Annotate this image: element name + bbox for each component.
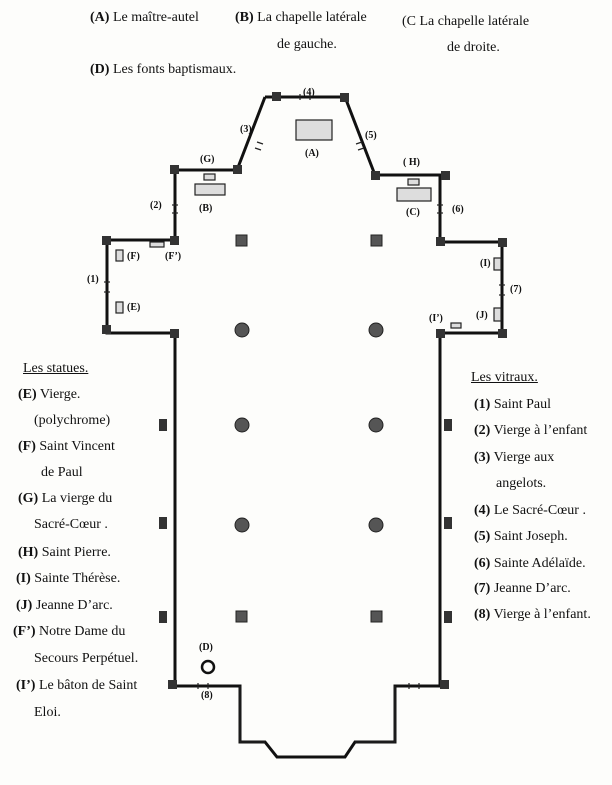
statue-item-g-line2: Sacré-Cœur .	[34, 517, 108, 532]
statue-i	[493, 257, 502, 271]
main-altar	[295, 119, 333, 141]
vitrail-item-5: (5) Saint Joseph.	[474, 529, 568, 544]
vitrail-item-3: (3) Vierge aux	[474, 450, 555, 465]
statue-item-f: (F) Saint Vincent	[18, 439, 115, 454]
window-marks	[104, 94, 505, 689]
label-g: (G)	[200, 154, 214, 165]
statue-item-j: (J) Jeanne D’arc.	[16, 598, 113, 613]
statue-item-h: (H) Saint Pierre.	[18, 545, 111, 560]
label-f: (F)	[127, 251, 140, 262]
legend-item-d: (D) Les fonts baptismaux.	[90, 62, 237, 77]
statue-item-f-prime: (F’) Notre Dame du	[13, 624, 126, 639]
statue-j	[493, 307, 502, 322]
statue-item-e: (E) Vierge.	[18, 387, 81, 402]
porch-outline-right	[355, 686, 396, 743]
label-window-7: (7)	[510, 284, 522, 295]
statue-item-i-prime-line2: Eloi.	[34, 705, 61, 720]
label-c: (C)	[406, 207, 420, 218]
statue-f-prime	[149, 241, 165, 248]
label-b: (B)	[199, 203, 212, 214]
legend-item-c: (C La chapelle latérale	[402, 14, 530, 29]
buttresses	[102, 92, 507, 689]
label-window-3: (3)	[240, 124, 252, 135]
label-e: (E)	[127, 302, 140, 313]
porch-outline	[239, 686, 265, 743]
label-window-2: (2)	[150, 200, 162, 211]
vitrail-item-1: (1) Saint Paul	[474, 397, 551, 412]
legend-item-a: (A) Le maître-autel	[90, 10, 199, 25]
statue-i-prime	[450, 322, 462, 329]
statue-item-g: (G) La vierge du	[18, 491, 113, 506]
label-i-prime: (I’)	[429, 313, 443, 324]
right-chapel-altar	[396, 187, 432, 202]
statue-item-i: (I) Sainte Thérèse.	[16, 571, 121, 586]
pillars	[234, 234, 384, 623]
vitrail-item-8: (8) Vierge à l’enfant.	[474, 607, 591, 622]
baptismal-font	[200, 659, 216, 675]
right-chapel-statue-h	[407, 178, 420, 186]
vitrail-item-2: (2) Vierge à l’enfant	[474, 423, 588, 438]
vitrail-item-3-line2: angelots.	[496, 476, 547, 491]
legend-item-b-line2: de gauche.	[277, 37, 337, 52]
label-window-6: (6)	[452, 204, 464, 215]
left-chapel-statue-g	[203, 173, 216, 181]
statue-item-i-prime: (I’) Le bâton de Saint	[16, 678, 138, 693]
vitraux-title: Les vitraux.	[471, 370, 538, 385]
label-window-1: (1)	[87, 274, 99, 285]
vitrail-item-4: (4) Le Sacré-Cœur .	[474, 503, 586, 518]
statue-f	[115, 249, 124, 262]
label-j: (J)	[476, 310, 488, 321]
label-a: (A)	[305, 148, 319, 159]
label-h: ( H)	[403, 157, 420, 168]
statue-item-f-prime-line2: Secours Perpétuel.	[34, 651, 139, 666]
legend-item-b: (B) La chapelle latérale	[235, 10, 367, 25]
label-window-4: (4)	[303, 87, 315, 98]
vitrail-item-7: (7) Jeanne D’arc.	[474, 581, 571, 596]
label-window-8: (8)	[201, 690, 213, 701]
label-window-5: (5)	[365, 130, 377, 141]
statue-e	[115, 301, 124, 314]
label-f-prime: (F’)	[165, 251, 181, 262]
label-d: (D)	[199, 642, 213, 653]
vitrail-item-6: (6) Sainte Adélaïde.	[474, 556, 586, 571]
left-chapel-altar	[194, 183, 226, 196]
legend-item-c-line2: de droite.	[447, 40, 500, 55]
statue-item-f-line2: de Paul	[41, 465, 83, 480]
statues-title: Les statues.	[23, 361, 89, 376]
label-i: (I)	[480, 258, 491, 269]
statue-item-e-line2: (polychrome)	[34, 413, 111, 428]
